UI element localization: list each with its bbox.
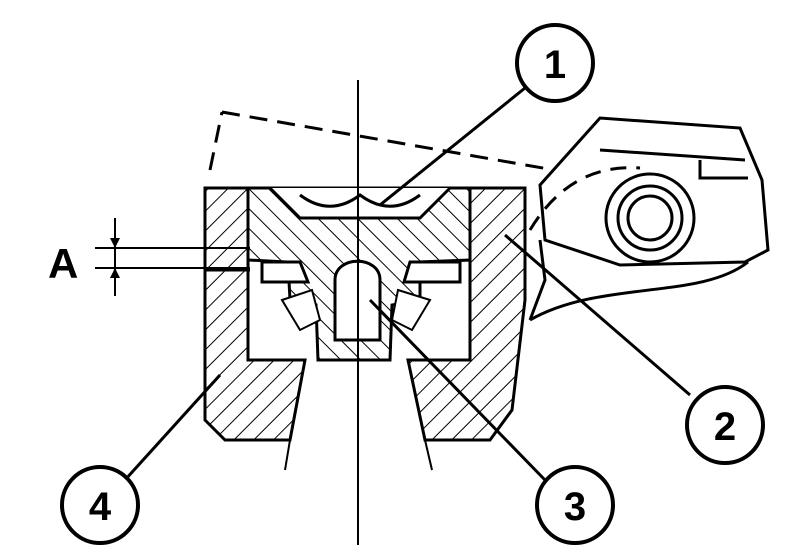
callout-1-label: 1 (544, 43, 566, 87)
callout-1: 1 (515, 23, 595, 103)
valve-housing (203, 186, 527, 471)
leader-lines (123, 86, 691, 482)
dimension-a-label: A (48, 240, 78, 287)
lever-arm (528, 116, 770, 322)
callout-2: 2 (685, 385, 765, 465)
callout-2-label: 2 (714, 405, 736, 449)
callout-3: 3 (535, 465, 615, 545)
callout-3-label: 3 (564, 485, 586, 529)
pivot-bolt (604, 172, 696, 264)
callout-4: 4 (60, 465, 140, 545)
dimension-a-marker: A (48, 218, 250, 296)
callout-4-label: 4 (89, 485, 112, 529)
